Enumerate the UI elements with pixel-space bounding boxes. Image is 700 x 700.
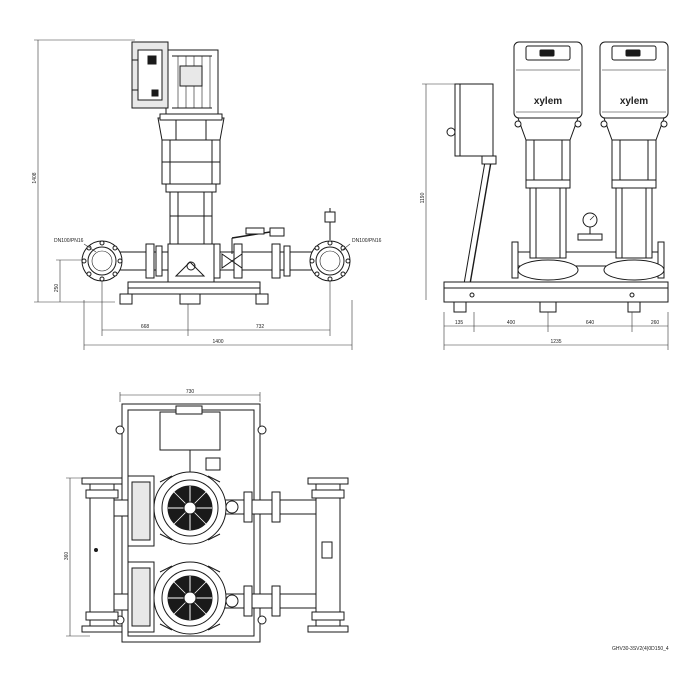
seg3-dim: 640: [586, 320, 595, 326]
drawing-code: GHV30-3SV2(4)0D150_4: [612, 646, 669, 652]
outlet-label: DN100/PN16: [352, 238, 382, 244]
height-dim-front: 1408: [32, 172, 38, 183]
left-dim: 668: [141, 324, 150, 330]
front-view: 1408 250 668 732 1400: [32, 39, 382, 350]
right-dim: 732: [256, 324, 265, 330]
seg2-dim: 400: [507, 320, 516, 326]
axis-height-dim: 250: [54, 284, 60, 293]
width-dim-top: 730: [186, 389, 195, 395]
seg1-dim: 135: [455, 320, 464, 326]
seg4-dim: 260: [651, 320, 660, 326]
height-dim-side: 1190: [420, 192, 426, 203]
inlet-label: DN100/PN16: [54, 238, 84, 244]
side-view: 1190 135 400 640 260 1235: [420, 41, 669, 350]
top-view: 730 360: [64, 389, 349, 643]
total-width-dim-side: 1235: [550, 339, 561, 345]
brand-right: xylem: [620, 96, 648, 107]
total-width-dim-front: 1400: [212, 339, 223, 345]
pitch-dim: 360: [64, 552, 70, 561]
brand-left: xylem: [534, 96, 562, 107]
